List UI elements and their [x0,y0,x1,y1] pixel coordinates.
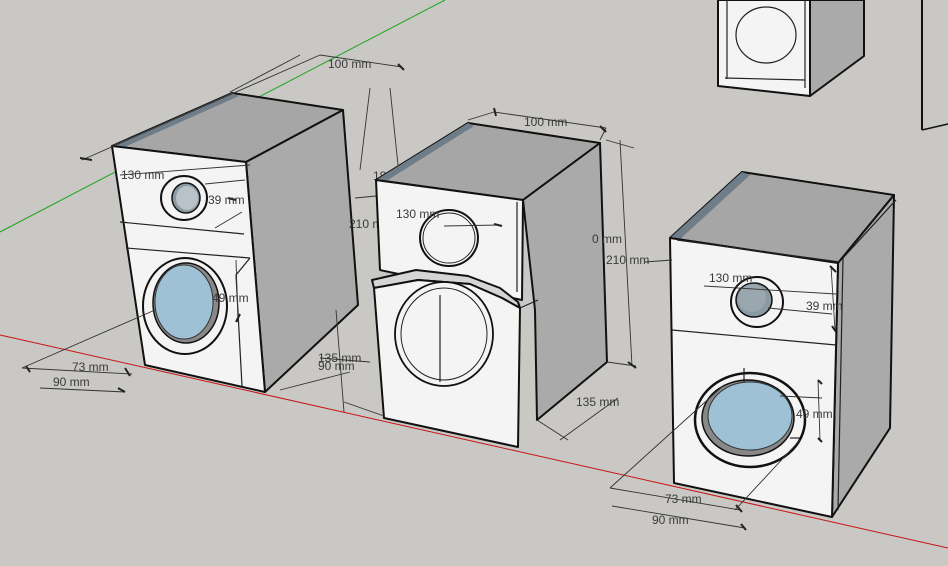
dim-label-height: 210 mm [606,253,649,267]
dim-label-woofer-outer: 90 mm [53,375,90,389]
dim-label-woofer-inner: 73 mm [72,360,109,374]
speaker-top-edge-strip [376,123,474,183]
background-speaker [717,0,865,97]
speaker-side-face [245,109,359,393]
dim-label-woofer-offset: 49 mm [212,291,249,305]
dim-label-woofer-offset: 49 mm [796,407,833,421]
dim-label-tweeter-diameter: 130 mm [709,271,752,285]
dim-label-tweeter-diameter: 130 mm [396,207,439,221]
dim-label-tweeter-diameter: 130 mm [121,168,164,182]
dim-label-width: 100 mm [328,57,371,71]
speaker-right[interactable]: 130 mm 39 mm 49 mm 73 mm 90 mm [609,171,897,531]
dim-label-width: 100 mm [524,115,567,129]
dim-label-height-partial: 0 mm [592,232,622,246]
dim-label-woofer-inner: 73 mm [665,492,702,506]
dim-label-depth: 135 mm [576,395,619,409]
speaker-top-edge-strip [670,172,750,241]
woofer-middle [394,281,494,387]
tweeter-middle [419,209,479,267]
dim-label-woofer-outer: 90 mm [652,513,689,527]
dim-label-tweeter-offset: 39 mm [806,299,843,313]
dim-label-height: 210 m [349,217,382,231]
red-axis-line [0,334,948,549]
speaker-side-face [522,142,608,421]
dim-label-depth-2: 90 mm [318,359,355,373]
speaker-top-edge-strip [112,93,239,149]
speaker-middle[interactable]: 100 mm 130 mm 0 mm 210 mm 135 mm [335,107,649,448]
speaker-left[interactable]: 100 mm 130 mm 39 mm 49 mm 73 mm 90 mm 13… [21,54,405,393]
dim-label-tweeter-offset: 39 mm [208,193,245,207]
